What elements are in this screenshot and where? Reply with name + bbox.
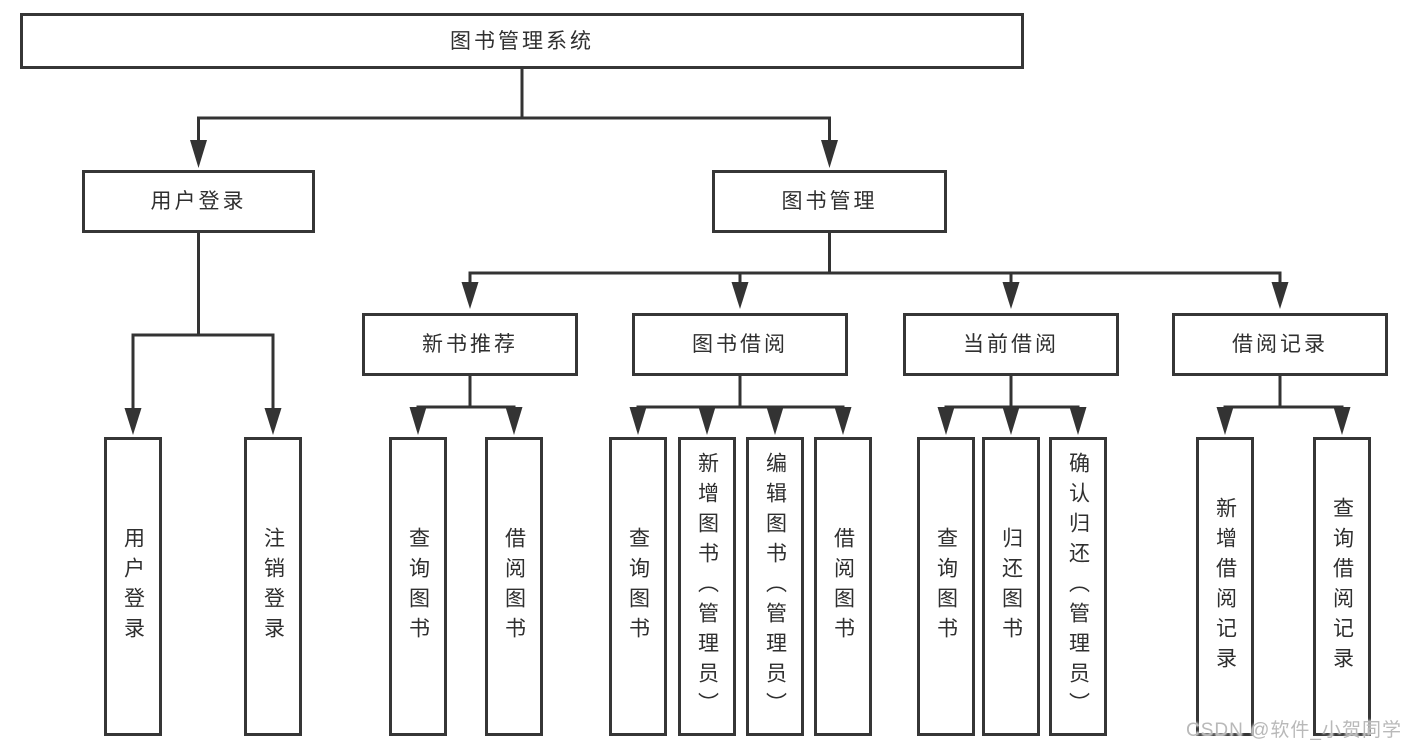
- leaf-user-login: 用户登录: [104, 437, 162, 736]
- leaf-borrow-edit-books-admin: 编辑图书（管理员）: [746, 437, 804, 736]
- leaf-newbook-query-books: 查询图书: [389, 437, 447, 736]
- node-book-borrow-label: 图书借阅: [692, 333, 788, 356]
- node-library-management-system: 图书管理系统: [20, 13, 1024, 69]
- leaf-borrow-borrow-books-label: 借阅图书: [831, 526, 855, 647]
- node-current-borrow: 当前借阅: [903, 313, 1119, 376]
- leaf-newbook-borrow-books-label: 借阅图书: [502, 526, 526, 647]
- leaf-logout-label: 注销登录: [261, 526, 285, 647]
- leaf-user-login-label: 用户登录: [121, 526, 145, 647]
- node-borrow-records: 借阅记录: [1172, 313, 1388, 376]
- leaf-current-confirm-return-admin: 确认归还（管理员）: [1049, 437, 1107, 736]
- leaf-borrow-borrow-books: 借阅图书: [814, 437, 872, 736]
- leaf-current-confirm-return-admin-label: 确认归还（管理员）: [1066, 451, 1090, 722]
- connector-book-management-level3: [461, 233, 1289, 309]
- leaf-current-query-books: 查询图书: [917, 437, 975, 736]
- node-new-book-recommend: 新书推荐: [362, 313, 578, 376]
- node-library-management-system-label: 图书管理系统: [450, 29, 594, 53]
- node-book-borrow: 图书借阅: [632, 313, 848, 376]
- leaf-current-query-books-label: 查询图书: [934, 526, 958, 647]
- leaf-newbook-query-books-label: 查询图书: [406, 526, 430, 647]
- leaf-borrow-add-books-admin-label: 新增图书（管理员）: [695, 451, 719, 722]
- csdn-watermark: CSDN @软件_小贺同学: [1186, 720, 1402, 741]
- leaf-current-return-books-label: 归还图书: [999, 526, 1023, 647]
- connector-new-book-children: [409, 376, 523, 435]
- connector-root-to-level2: [190, 69, 838, 168]
- node-borrow-records-label: 借阅记录: [1232, 333, 1328, 356]
- leaf-newbook-borrow-books: 借阅图书: [485, 437, 543, 736]
- leaf-borrow-query-books: 查询图书: [609, 437, 667, 736]
- leaf-records-query-record: 查询借阅记录: [1313, 437, 1371, 736]
- leaf-records-add-record: 新增借阅记录: [1196, 437, 1254, 736]
- connector-book-borrow-children: [629, 376, 852, 435]
- leaf-borrow-edit-books-admin-label: 编辑图书（管理员）: [763, 451, 787, 722]
- connector-user-login-children: [124, 233, 282, 435]
- leaf-current-return-books: 归还图书: [982, 437, 1040, 736]
- node-book-management-label: 图书管理: [781, 190, 878, 213]
- leaf-records-add-record-label: 新增借阅记录: [1213, 496, 1237, 677]
- node-new-book-recommend-label: 新书推荐: [422, 333, 518, 356]
- leaf-borrow-add-books-admin: 新增图书（管理员）: [678, 437, 736, 736]
- node-current-borrow-label: 当前借阅: [963, 333, 1059, 356]
- node-user-login: 用户登录: [82, 170, 315, 233]
- leaf-records-query-record-label: 查询借阅记录: [1330, 496, 1354, 677]
- leaf-logout: 注销登录: [244, 437, 302, 736]
- connector-current-borrow-children: [937, 376, 1087, 435]
- node-user-login-label: 用户登录: [150, 190, 247, 213]
- connector-borrow-records-children: [1216, 376, 1351, 435]
- leaf-borrow-query-books-label: 查询图书: [626, 526, 650, 647]
- node-book-management: 图书管理: [712, 170, 947, 233]
